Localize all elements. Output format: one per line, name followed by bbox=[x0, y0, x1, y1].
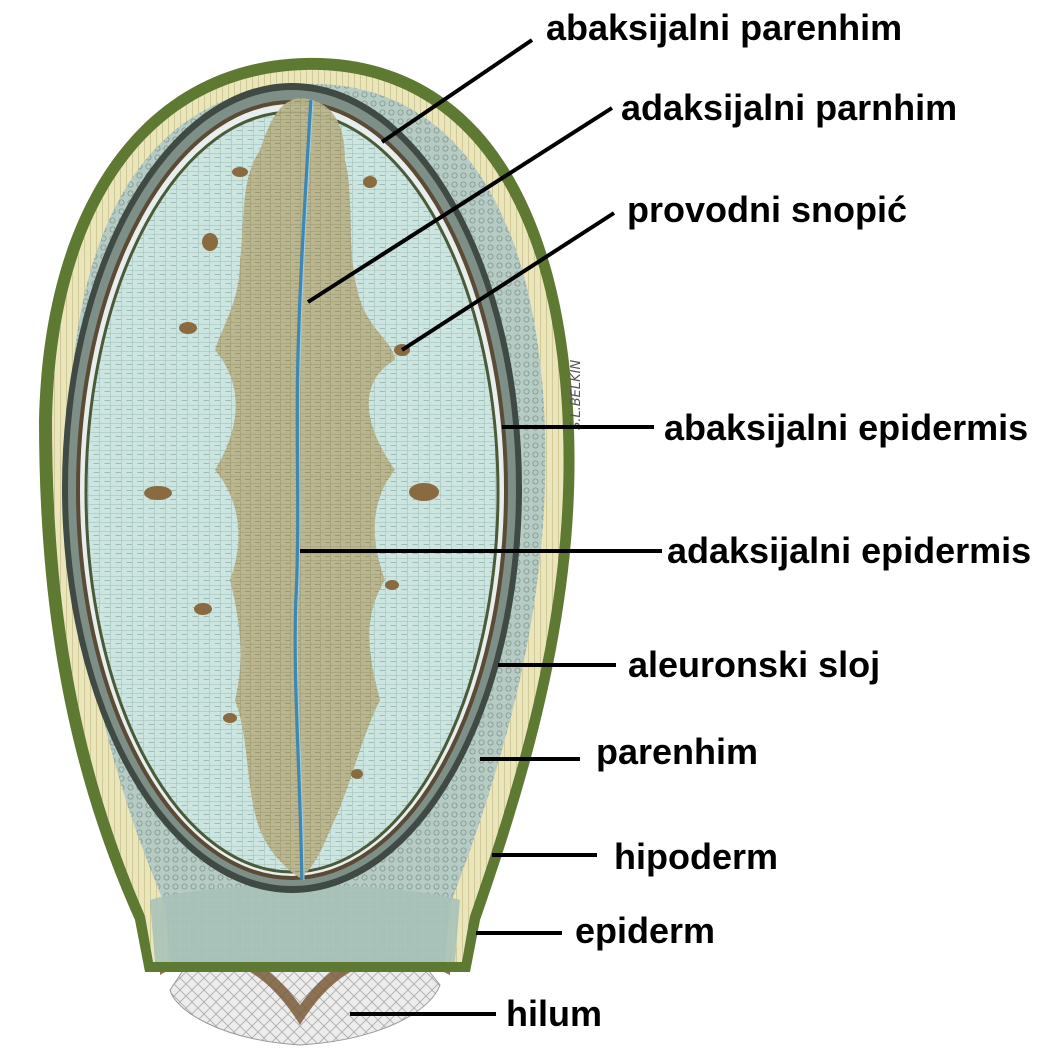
artist-signature: S.L.BELKIN bbox=[569, 360, 584, 430]
vascular-bundle bbox=[194, 603, 212, 615]
vascular-bundle bbox=[232, 167, 248, 177]
vascular-bundle bbox=[363, 176, 377, 188]
vascular-bundle bbox=[385, 580, 399, 590]
chalazal-region bbox=[150, 885, 460, 962]
vascular-bundle bbox=[144, 486, 172, 500]
vascular-bundle bbox=[202, 233, 218, 251]
vascular-bundle bbox=[179, 322, 197, 334]
label-abaksijalni-epidermis: abaksijalni epidermis bbox=[664, 407, 1028, 448]
label-parenhim: parenhim bbox=[596, 731, 758, 772]
vascular-bundle bbox=[409, 483, 439, 501]
label-abaksijalni-parenhim: abaksijalni parenhim bbox=[546, 7, 902, 48]
label-hilum: hilum bbox=[506, 993, 602, 1034]
label-adaksijalni-parnhim: adaksijalni parnhim bbox=[621, 87, 957, 128]
labels: abaksijalni parenhim adaksijalni parnhim… bbox=[506, 7, 1031, 1034]
label-provodni-snopic: provodni snopić bbox=[627, 189, 907, 230]
vascular-bundle bbox=[223, 713, 237, 723]
label-aleuronski-sloj: aleuronski sloj bbox=[628, 644, 880, 685]
vascular-bundle bbox=[351, 769, 363, 779]
label-hipoderm: hipoderm bbox=[614, 836, 778, 877]
label-epiderm: epiderm bbox=[575, 910, 715, 951]
label-adaksijalni-epidermis: adaksijalni epidermis bbox=[667, 530, 1031, 571]
